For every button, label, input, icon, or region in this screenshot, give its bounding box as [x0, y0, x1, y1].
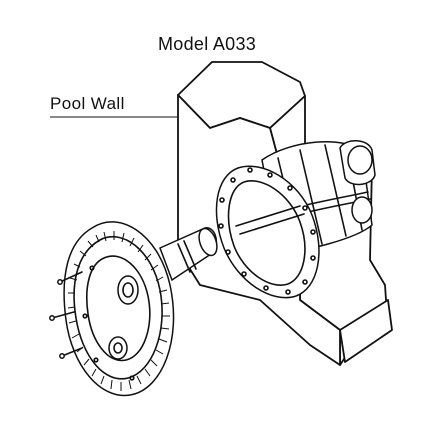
lamp-faceplate — [63, 221, 175, 397]
mounting-screws — [49, 271, 83, 359]
mounting-flange-ring — [215, 165, 320, 299]
conduit-tube — [159, 227, 218, 282]
model-title: Model A033 — [158, 34, 257, 54]
pool-wall-label: Pool Wall — [50, 94, 125, 113]
